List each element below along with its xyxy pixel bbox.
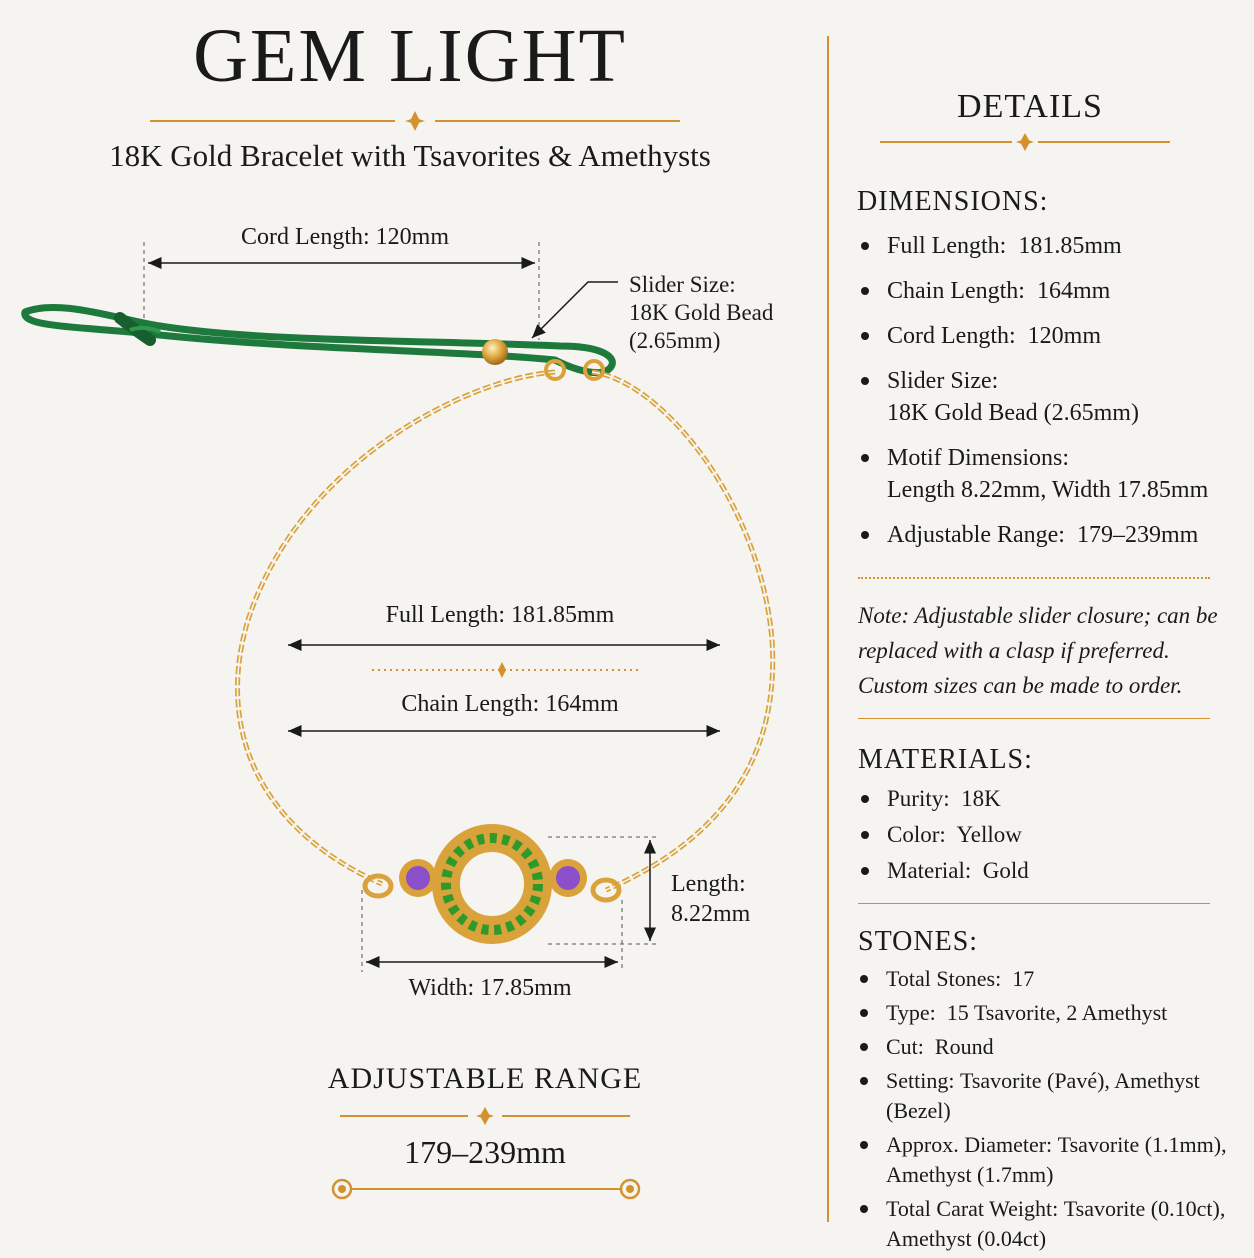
dimension-item: Cord Length: 120mm <box>857 320 1227 352</box>
material-item: Color: Yellow <box>857 820 1227 850</box>
materials-list: Purity: 18K Color: Yellow Material: Gold <box>857 784 1227 892</box>
closure-note: Note: Adjustable slider closure; can be … <box>858 603 1218 698</box>
amethyst-left <box>406 866 430 890</box>
materials-heading: MATERIALS: <box>858 744 1033 775</box>
green-cord <box>21 303 616 377</box>
slider-leader-line <box>531 281 618 339</box>
subtitle: 18K Gold Bracelet with Tsavorites & Amet… <box>109 138 711 173</box>
details-title: DETAILS <box>957 88 1103 125</box>
material-item: Material: Gold <box>857 856 1227 886</box>
dotted-divider <box>858 577 1210 579</box>
dimension-item: Full Length: 181.85mm <box>857 230 1227 262</box>
bracelet-diagram <box>21 242 776 972</box>
adjustable-range-value: 179–239mm <box>404 1134 566 1170</box>
cord-length-label: Cord Length: 120mm <box>241 224 449 250</box>
brand-title: GEM LIGHT <box>193 14 627 98</box>
dimension-item: Chain Length: 164mm <box>857 275 1227 307</box>
dimension-item: Motif Dimensions:Length 8.22mm, Width 17… <box>857 442 1227 506</box>
title-ornament <box>150 111 680 131</box>
range-bar <box>331 1178 641 1200</box>
stone-item: Total Carat Weight: Tsavorite (0.10ct),A… <box>856 1194 1234 1254</box>
chain-length-label: Chain Length: 164mm <box>401 691 619 717</box>
section-divider <box>858 903 1210 904</box>
column-divider <box>827 36 829 1222</box>
motif-length-label: Length: 8.22mm <box>671 871 751 927</box>
dimensions-heading: DIMENSIONS: <box>857 186 1049 217</box>
gold-chain <box>235 359 776 893</box>
slider-bead <box>482 339 508 365</box>
material-item: Purity: 18K <box>857 784 1227 814</box>
stone-item: Cut: Round <box>856 1032 1234 1062</box>
dimension-item: Adjustable Range: 179–239mm <box>857 519 1227 551</box>
tsavorite-pave <box>441 833 543 935</box>
dimensions-list: Full Length: 181.85mm Chain Length: 164m… <box>857 230 1227 564</box>
adjustable-range-title: ADJUSTABLE RANGE <box>327 1062 643 1095</box>
dimension-item: Slider Size:18K Gold Bead (2.65mm) <box>857 365 1227 429</box>
stone-item: Total Stones: 17 <box>856 964 1234 994</box>
stones-heading: STONES: <box>858 926 979 957</box>
stone-item: Setting: Tsavorite (Pavé), Amethyst (Bez… <box>856 1066 1234 1126</box>
stones-list: Total Stones: 17 Type: 15 Tsavorite, 2 A… <box>856 964 1234 1258</box>
section-divider <box>858 718 1210 719</box>
adjustable-ornament <box>340 1107 630 1125</box>
full-length-label: Full Length: 181.85mm <box>385 602 615 628</box>
circle-motif <box>362 824 622 944</box>
stone-item: Type: 15 Tsavorite, 2 Amethyst <box>856 998 1234 1028</box>
details-ornament <box>880 133 1170 151</box>
slider-size-label: Slider Size: 18K Gold Bead (2.65mm) <box>629 272 774 353</box>
motif-width-label: Width: 17.85mm <box>408 975 572 1001</box>
amethyst-right <box>556 866 580 890</box>
stone-item: Approx. Diameter: Tsavorite (1.1mm),Amet… <box>856 1130 1234 1190</box>
